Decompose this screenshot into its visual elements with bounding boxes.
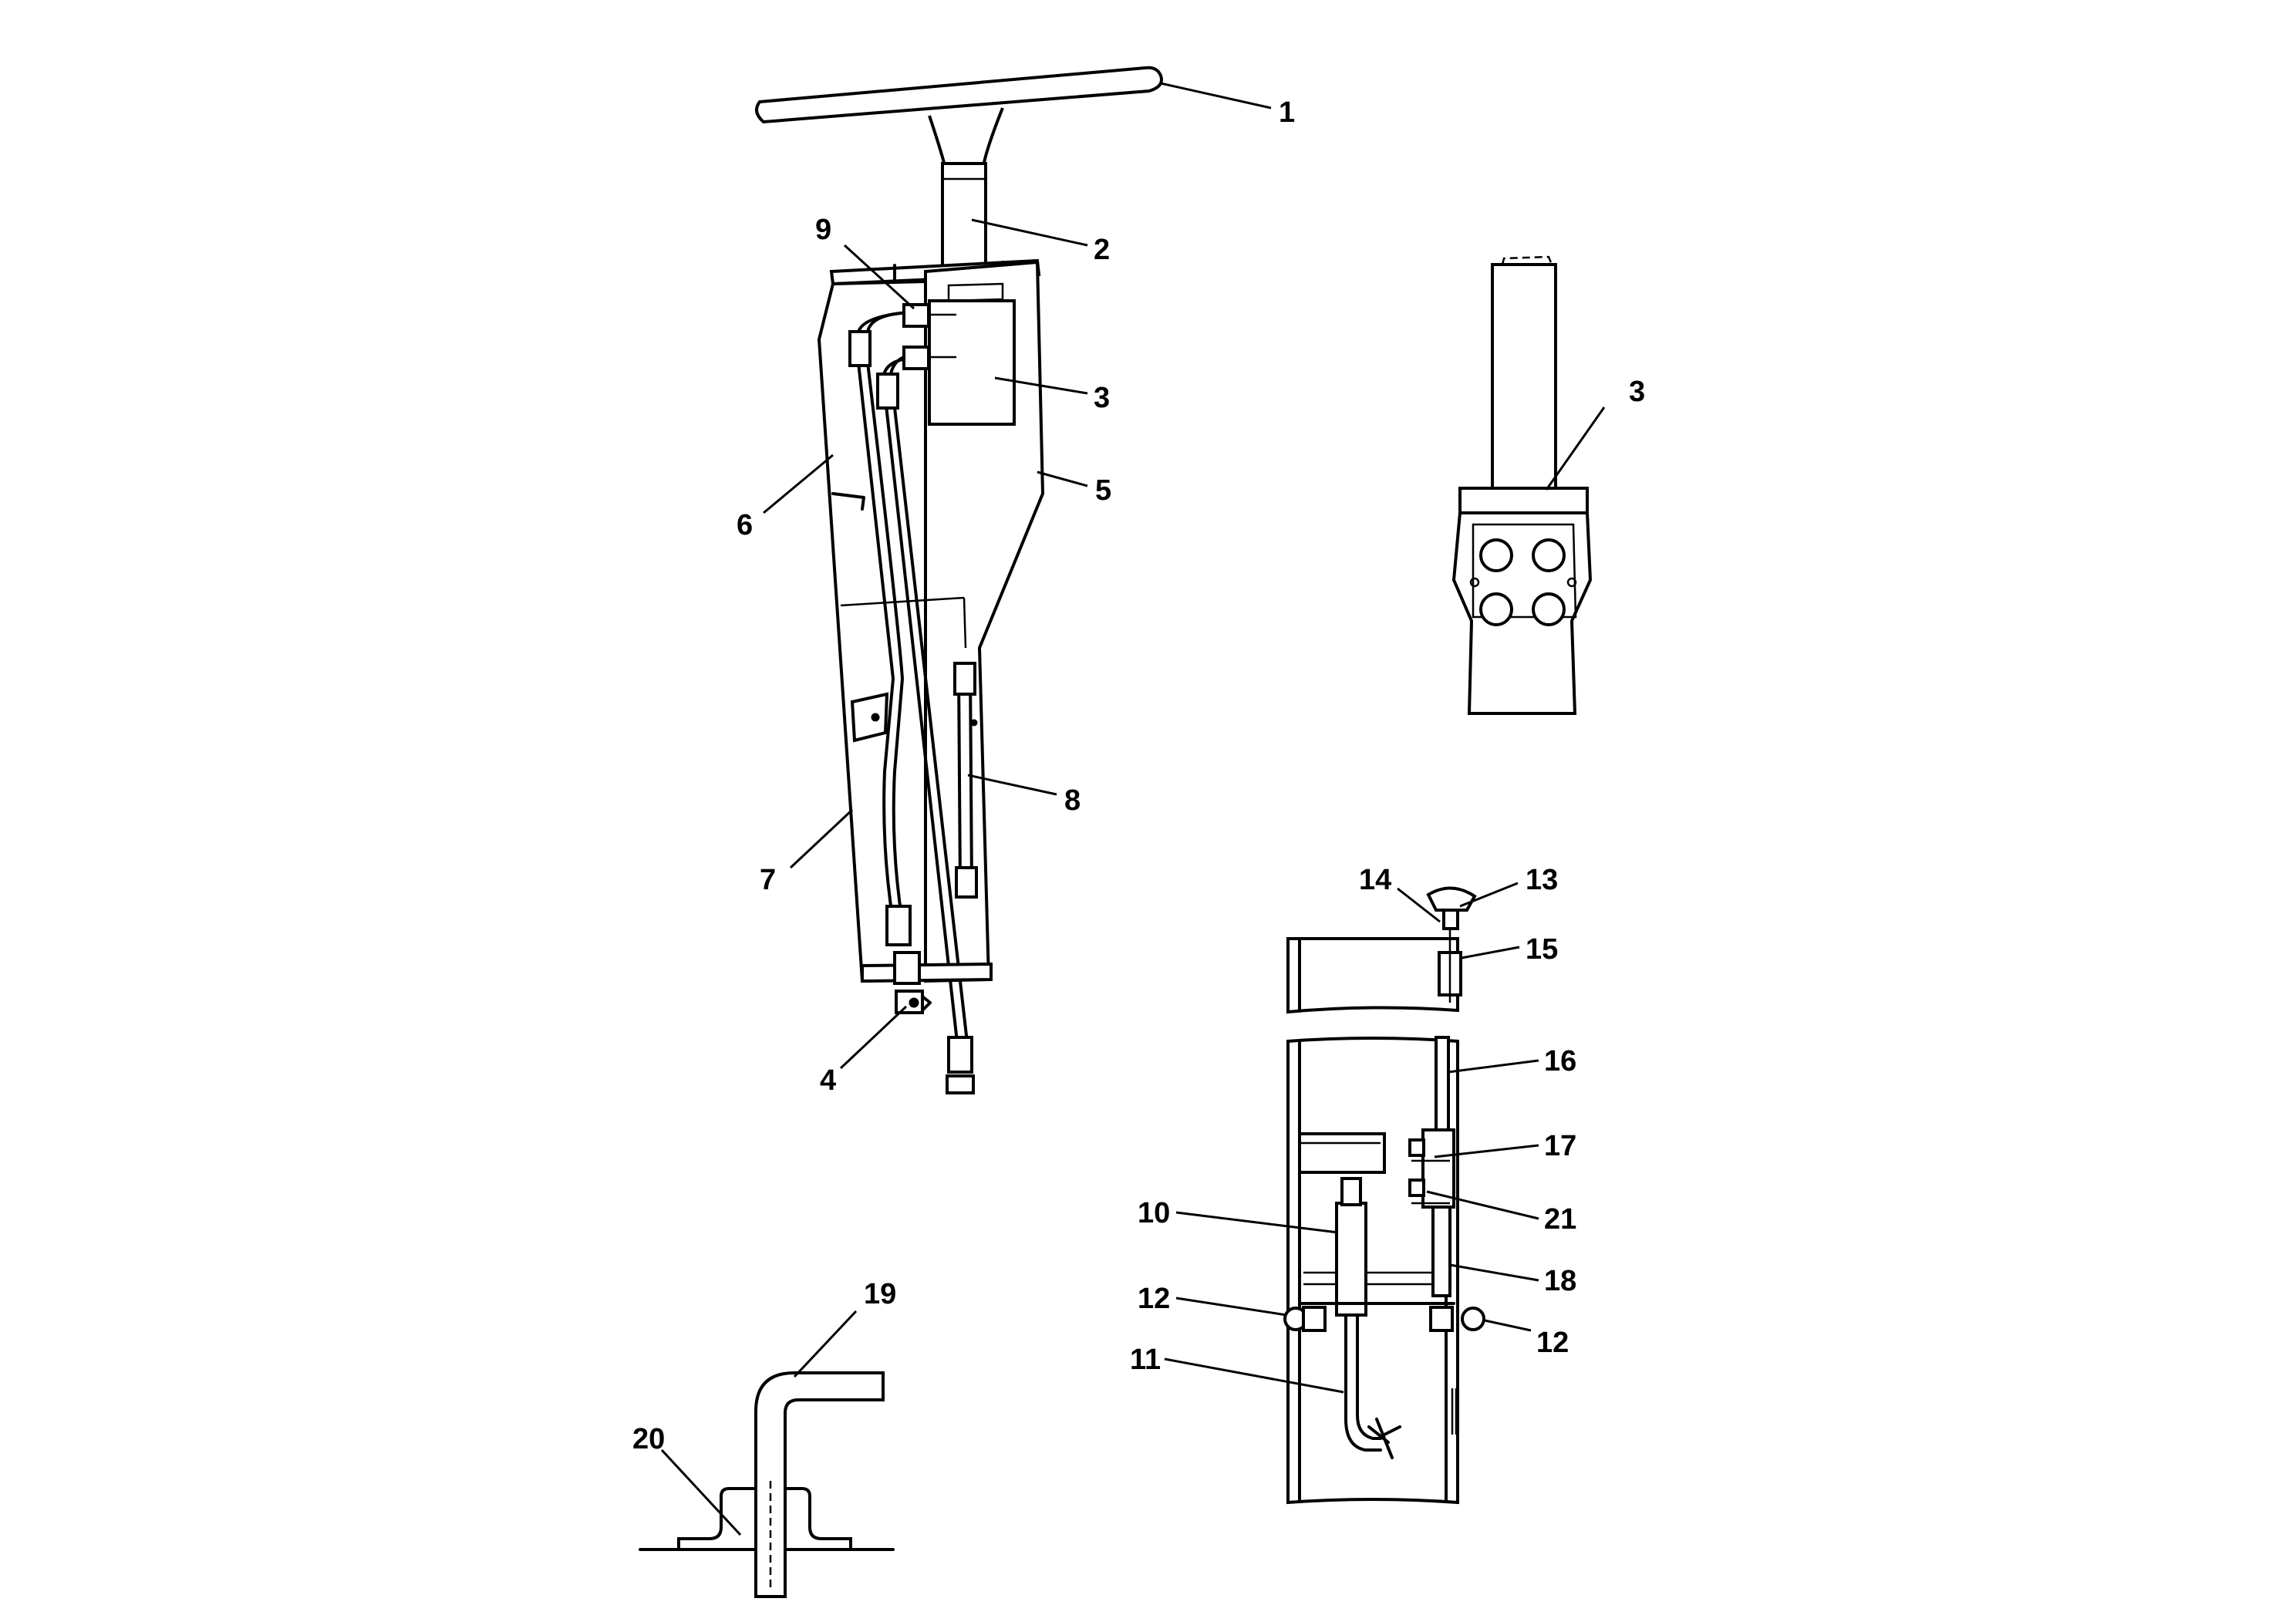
leader-lines [660, 82, 1606, 1536]
column-lock-detail [1283, 886, 1485, 1505]
callout-4: 4 [820, 1064, 836, 1097]
callout-18: 18 [1544, 1265, 1576, 1297]
callout-21: 21 [1544, 1203, 1576, 1236]
pin-detail [639, 1371, 895, 1598]
steering-column-assembly [755, 66, 1163, 1094]
callout-11: 11 [1130, 1344, 1161, 1376]
callout-12-right: 12 [1536, 1327, 1569, 1359]
callout-3: 3 [1094, 382, 1110, 414]
callout-10: 10 [1138, 1197, 1170, 1229]
callout-9: 9 [815, 214, 831, 246]
callout-3-detail: 3 [1629, 376, 1645, 408]
hose-fittings [848, 303, 956, 410]
callout-5: 5 [1095, 474, 1111, 507]
callout-6: 6 [737, 509, 753, 541]
callout-numbers: 1 2 3 5 6 7 8 9 4 3 13 14 15 16 17 21 18… [632, 96, 1645, 1455]
callout-16: 16 [1544, 1045, 1576, 1077]
callout-1: 1 [1279, 96, 1295, 129]
callout-20: 20 [632, 1423, 665, 1455]
callout-12-left: 12 [1138, 1283, 1170, 1315]
callout-13: 13 [1526, 864, 1558, 896]
steering-wheel [755, 66, 1163, 167]
callout-8: 8 [1064, 784, 1081, 817]
steering-valve-detail [1451, 255, 1593, 715]
callout-2: 2 [1094, 234, 1110, 266]
callout-19: 19 [864, 1278, 896, 1310]
callout-7: 7 [760, 864, 776, 896]
callout-17: 17 [1544, 1130, 1576, 1162]
lock-knob [1426, 886, 1477, 912]
callout-14: 14 [1359, 864, 1391, 896]
callout-15: 15 [1526, 933, 1558, 966]
steering-valve [928, 299, 1016, 426]
steering-shaft [941, 162, 987, 269]
